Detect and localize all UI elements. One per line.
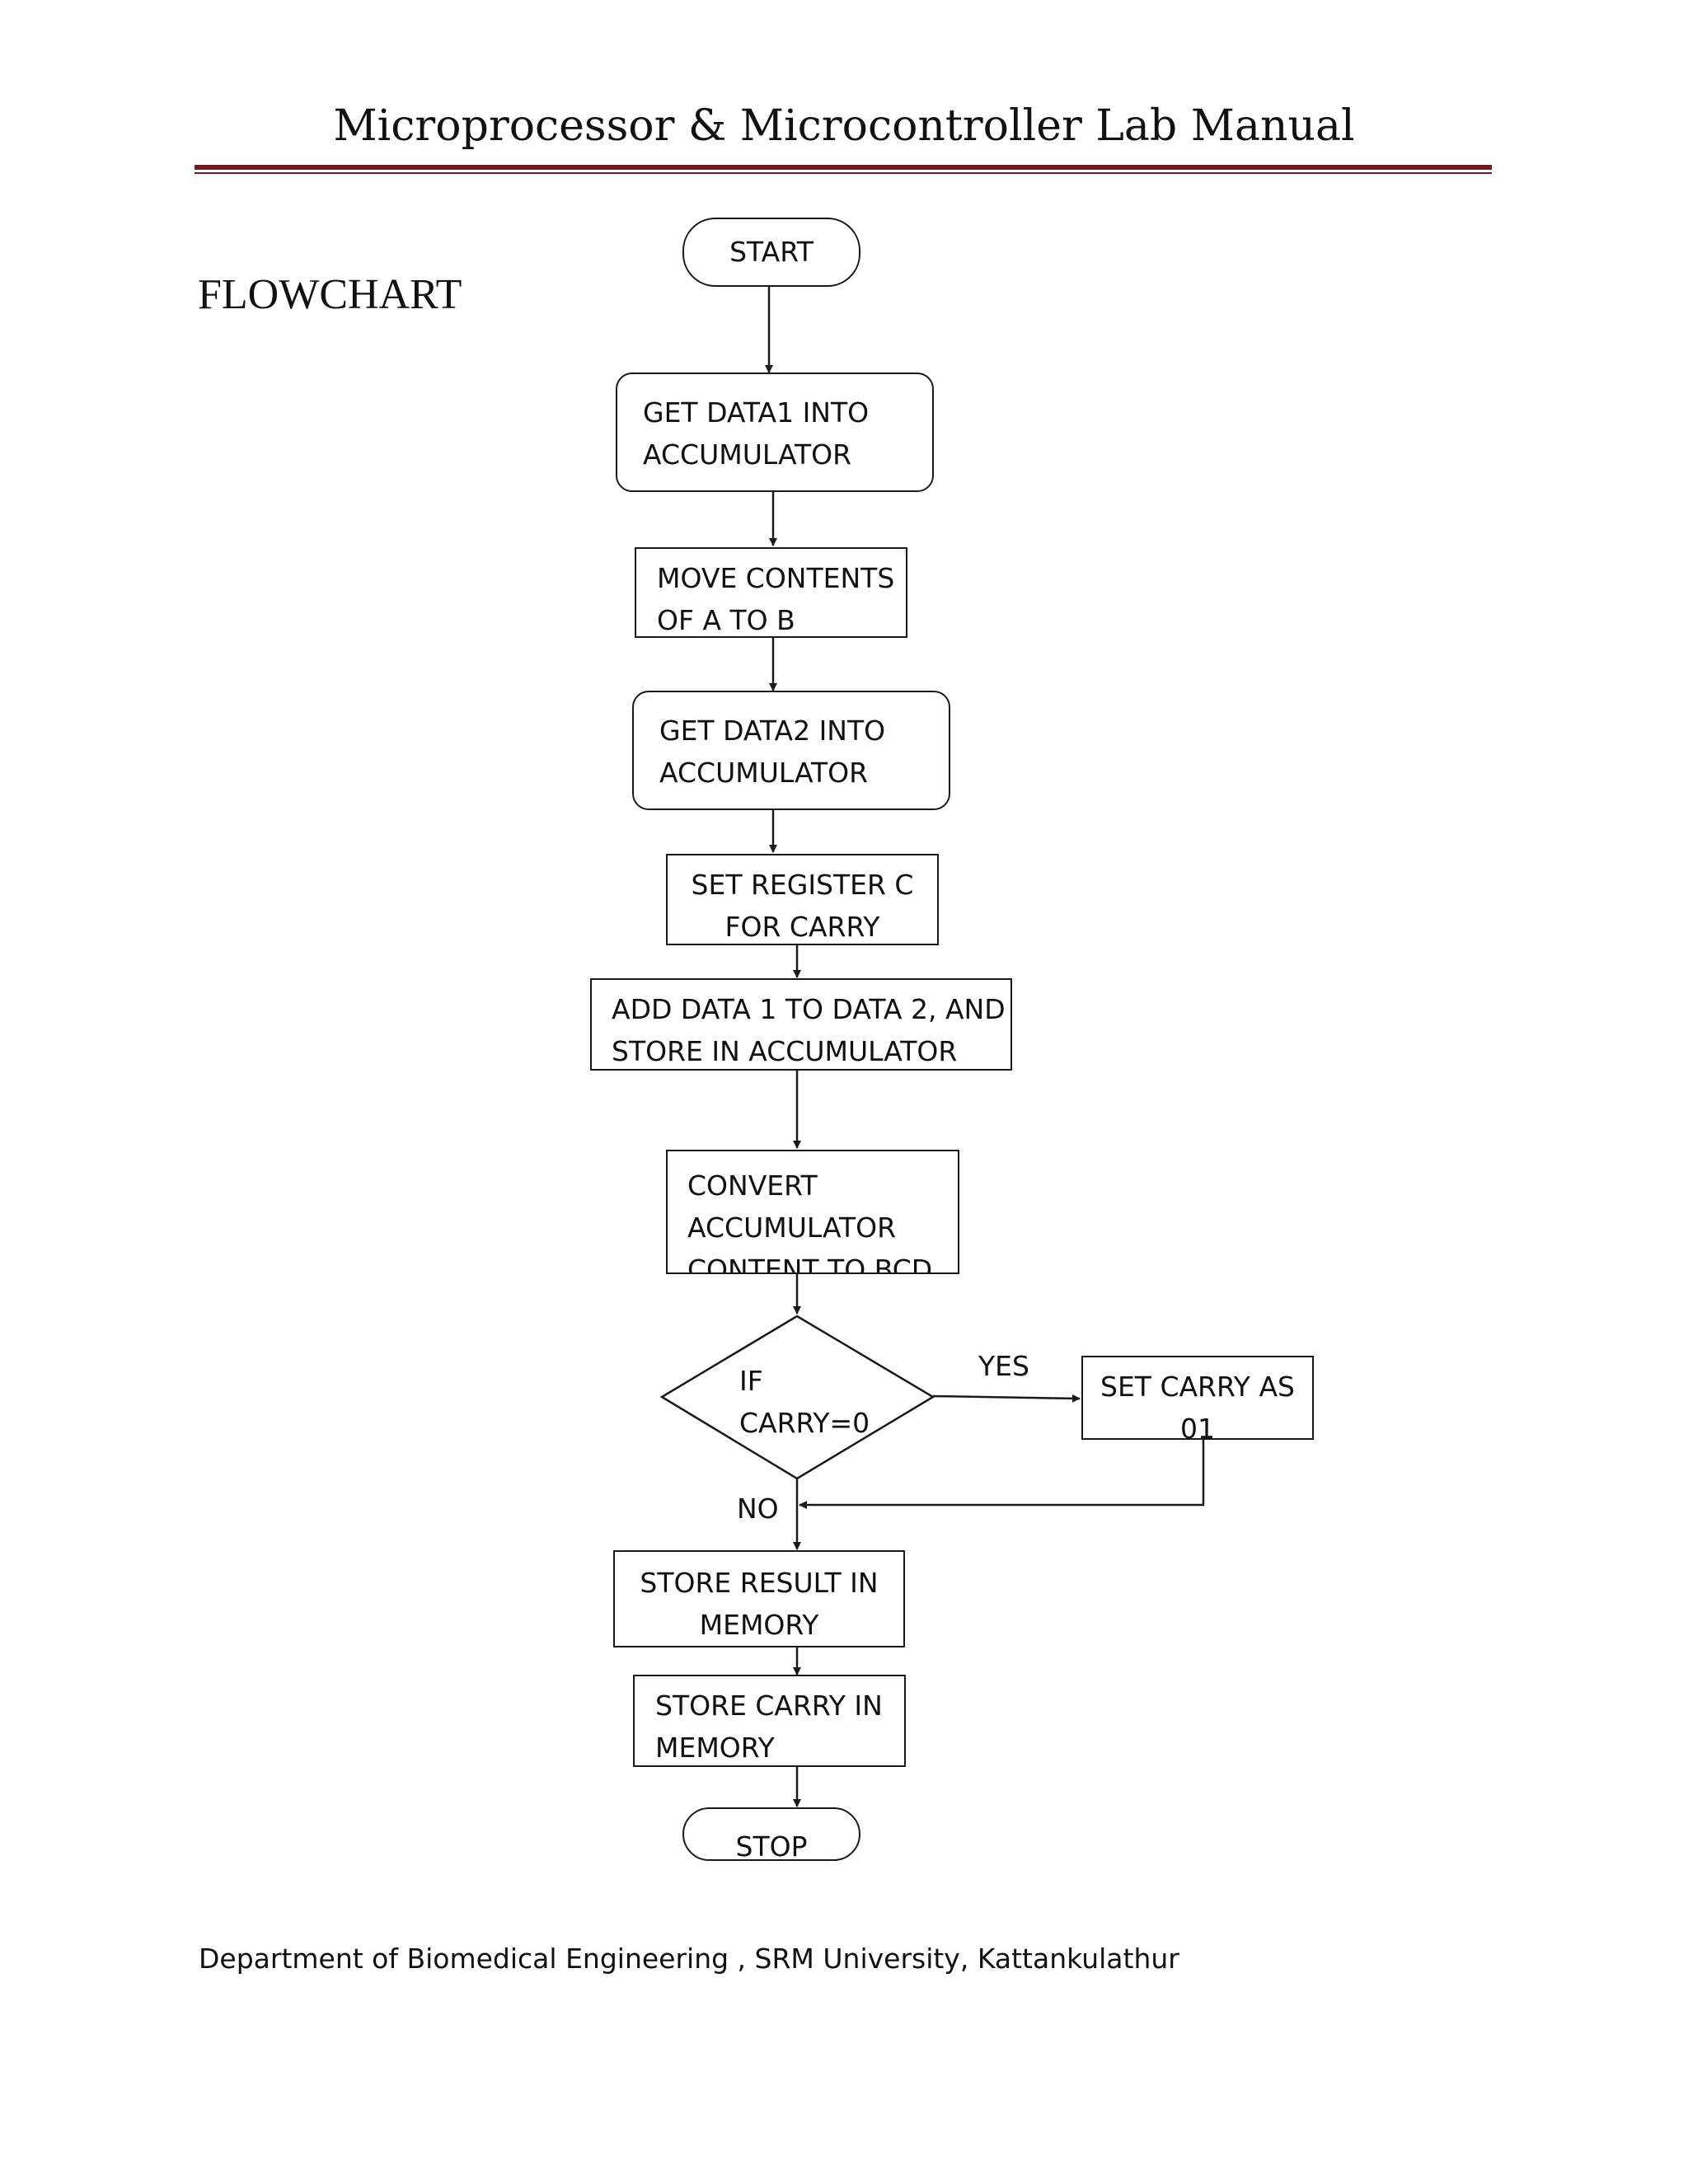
set-carry-step: SET CARRY AS 01 xyxy=(1081,1356,1314,1440)
get-data1-step: GET DATA1 INTO ACCUMULATOR xyxy=(616,373,934,492)
start-terminal: START xyxy=(682,218,860,287)
store-carry-step: STORE CARRY IN MEMORY xyxy=(633,1675,906,1767)
header-divider-thin xyxy=(195,172,1492,174)
store-result-step: STORE RESULT IN MEMORY xyxy=(613,1550,905,1647)
no-branch-label: NO xyxy=(737,1493,779,1525)
move-contents-step: MOVE CONTENTS OF A TO B xyxy=(635,547,907,638)
convert-bcd-step: CONVERT ACCUMULATOR CONTENT TO BCD xyxy=(666,1150,959,1274)
get-data2-step: GET DATA2 INTO ACCUMULATOR xyxy=(632,691,950,810)
arrow-setcarry-return xyxy=(799,1440,1205,1509)
header-divider xyxy=(195,165,1492,170)
decision-label: IF CARRY=0 xyxy=(739,1365,870,1439)
yes-branch-label: YES xyxy=(978,1350,1029,1382)
page-header-title: Microprocessor & Microcontroller Lab Man… xyxy=(333,101,1355,151)
stop-terminal: STOP xyxy=(682,1807,860,1861)
section-heading: FLOWCHART xyxy=(198,271,462,318)
arrow-yes-to-setcarry xyxy=(932,1394,1081,1403)
add-data-step: ADD DATA 1 TO DATA 2, AND STORE IN ACCUM… xyxy=(590,978,1012,1071)
set-register-c-step: SET REGISTER C FOR CARRY xyxy=(666,854,939,945)
page-footer: Department of Biomedical Engineering , S… xyxy=(199,1943,1179,1975)
